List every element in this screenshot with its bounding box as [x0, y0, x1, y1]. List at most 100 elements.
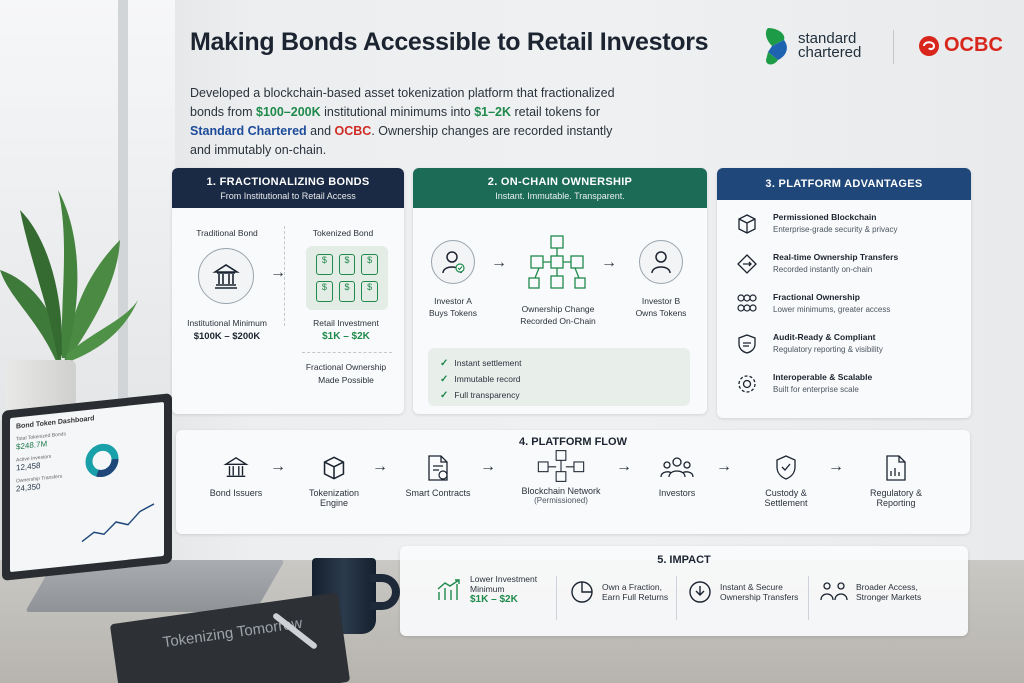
card1-divider [284, 226, 285, 326]
impact-item-instant-transfers: Instant & Secure Ownership Transfers [688, 580, 798, 604]
intro-text-2: institutional minimums into [320, 105, 475, 119]
investor-a-label: Investor A [434, 296, 472, 306]
intro-and: and [306, 124, 335, 138]
blockchain-network-icon [528, 235, 586, 289]
report-icon [856, 452, 936, 484]
impact-label: Lower Investment [470, 574, 538, 584]
flow-arrow-icon: → [616, 458, 632, 475]
flow-title: 4. PLATFORM FLOW [519, 436, 627, 448]
intro-text-3: retail tokens for [511, 105, 600, 119]
standard-chartered-logo-icon [765, 28, 787, 65]
ocbc-logo: OCBC [918, 34, 1003, 57]
clock-download-icon [689, 581, 711, 603]
tokenized-bond-label: Tokenized Bond [312, 228, 374, 238]
sc-logo-line1: standard [798, 30, 857, 47]
coffee-mug-handle [370, 574, 400, 610]
check-icon: ✓ [440, 357, 449, 369]
card1-arrow-icon: → [270, 264, 286, 281]
flow-step-label: Regulatory & [869, 488, 923, 498]
impact-item-broader-access: Broader Access, Stronger Markets [820, 580, 921, 604]
logo-divider [893, 30, 894, 64]
card1-title: 1. FRACTIONALIZING BONDS [206, 176, 370, 188]
flow-step-label-2: Reporting [876, 498, 916, 508]
flow-step-label: Bond Issuers [209, 488, 263, 498]
impact-item-own-fraction: Own a Fraction, Earn Full Returns [570, 580, 668, 604]
sc-logo-line2: chartered [798, 44, 862, 61]
bank-icon [198, 248, 254, 304]
impact-label: Broader Access, [856, 582, 918, 592]
line-chart-icon [81, 503, 155, 543]
check-item: ✓Full transparency [440, 387, 678, 403]
intro-institutional-range: $100–200K [256, 105, 321, 119]
flow-step-label-2: (Permissioned) [534, 496, 588, 505]
impact-label-2: Minimum [470, 584, 505, 594]
flow-step-label: Smart Contracts [405, 488, 471, 498]
check-item: ✓ Immutable record [440, 371, 678, 387]
page-title: Making Bonds Accessible to Retail Invest… [190, 28, 709, 56]
check-icon: ✓ [440, 389, 449, 401]
impact-divider [808, 576, 809, 620]
flow-arrow-icon: → [480, 458, 496, 475]
standard-chartered-logo: standard chartered [764, 26, 861, 66]
flow-step-regulatory-reporting: Regulatory & Reporting [856, 452, 936, 508]
flow-step-tokenization-engine: Tokenization Engine [294, 452, 374, 508]
card2-subtitle: Instant. Immutable. Transparent. [495, 191, 625, 201]
investor-a-icon [431, 240, 475, 284]
transfer-icon [735, 252, 759, 276]
retail-investment-value: $1K – $2K [322, 331, 370, 342]
ocbc-logo-text: OCBC [944, 34, 1003, 56]
flow-step-label-2: Settlement [764, 498, 808, 508]
retail-investment-caption: Retail Investment [313, 318, 379, 328]
card2-arrow-icon-2: → [601, 254, 617, 271]
advantage-title: Real-time Ownership Transfers [773, 252, 899, 262]
token-icon: $ [338, 254, 356, 275]
flow-arrow-icon: → [716, 458, 732, 475]
laptop-screen: Bond Token Dashboard Total Tokenized Bon… [2, 393, 172, 581]
donut-chart-icon [85, 443, 119, 478]
check-label: Immutable record [454, 374, 521, 384]
card3-title: 3. PLATFORM ADVANTAGES [765, 178, 923, 190]
cube-lock-icon [735, 212, 759, 236]
impact-value: $1K – $2K [470, 594, 518, 605]
check-icon: ✓ [440, 373, 449, 385]
card1-subtitle: From Institutional to Retail Access [220, 191, 356, 201]
flow-step-label: Investors [658, 488, 696, 498]
institutional-minimum-value: $100K – $200K [193, 331, 261, 342]
advantage-title: Fractional Ownership [773, 292, 860, 302]
flow-arrow-icon: → [372, 458, 388, 475]
fractional-ownership-line1: Fractional Ownership [305, 362, 387, 372]
impact-divider [676, 576, 677, 620]
card1-header: 1. FRACTIONALIZING BONDS From Institutio… [172, 168, 404, 208]
flow-step-label: Blockchain Network [521, 486, 601, 496]
investor-b-sub: Owns Tokens [635, 308, 687, 318]
advantage-desc: Recorded instantly on-chain [773, 265, 873, 274]
check-label: Instant settlement [454, 358, 522, 368]
flow-step-smart-contracts: Smart Contracts [396, 452, 480, 498]
advantage-desc: Lower minimums, greater access [773, 305, 891, 314]
token-icon: $ [338, 281, 356, 302]
flow-step-blockchain-network: Blockchain Network (Permissioned) [506, 450, 616, 505]
card2-title: 2. ON-CHAIN OWNERSHIP [487, 176, 633, 188]
growth-chart-icon [437, 578, 460, 600]
impact-label-2: Stronger Markets [856, 592, 922, 602]
plant-leaves [0, 190, 138, 370]
bank-icon [196, 452, 276, 484]
blockchain-network-icon [506, 450, 616, 482]
investors-group-icon [642, 452, 712, 484]
intro-paragraph: Developed a blockchain-based asset token… [190, 84, 620, 160]
investor-b-label: Investor B [641, 296, 681, 306]
people-group-icon [820, 582, 848, 601]
flow-arrow-icon: → [828, 458, 844, 475]
ocbc-logo-icon [919, 35, 939, 56]
window-frame [118, 0, 128, 400]
intro-text-1: Developed a blockchain-based asset token… [190, 86, 615, 119]
impact-title: 5. IMPACT [657, 554, 711, 566]
advantage-title: Interoperable & Scalable [773, 372, 873, 382]
laptop-dashboard: Bond Token Dashboard Total Tokenized Bon… [10, 401, 164, 573]
flow-arrow-icon: → [270, 458, 286, 475]
shield-check-icon [748, 452, 824, 484]
